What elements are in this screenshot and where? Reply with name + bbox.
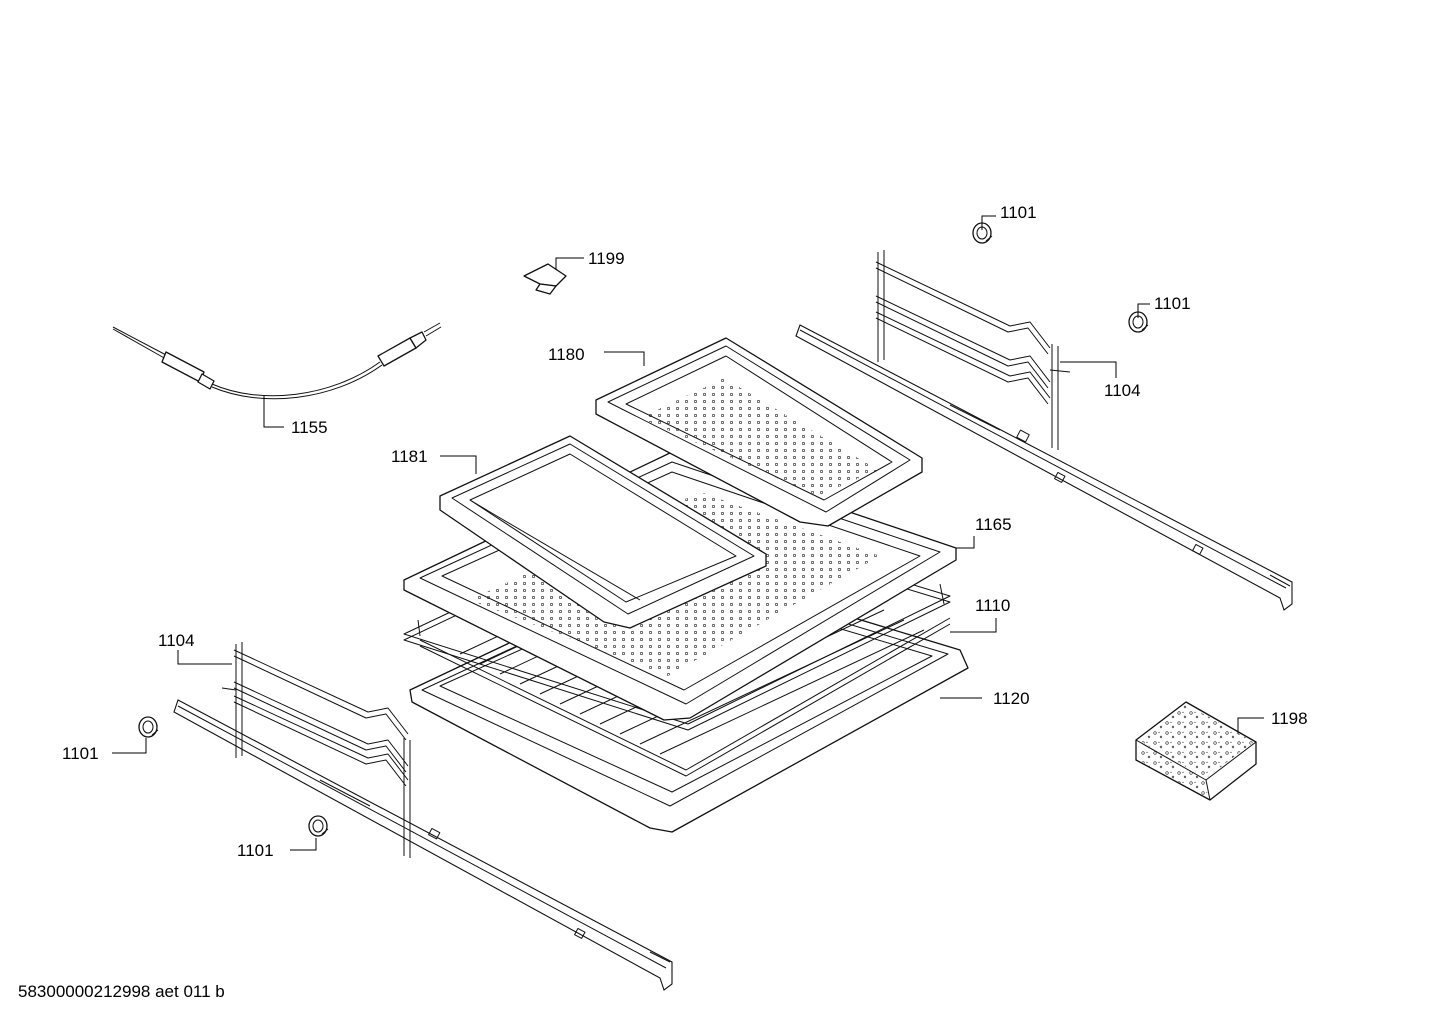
callout-1110: 1110 [975, 596, 1010, 615]
callout-1101-right: 1101 [1154, 294, 1191, 313]
callout-1101-left: 1101 [62, 744, 99, 763]
callout-1180: 1180 [548, 345, 585, 364]
fixing-knob-part-bottom [308, 815, 329, 837]
callout-1101-bottom: 1101 [237, 841, 274, 860]
fixing-knob-part-left [138, 716, 159, 738]
right-shelf-support-part [875, 250, 1071, 450]
callout-1104-left: 1104 [158, 631, 195, 650]
left-shelf-support-part [221, 642, 411, 858]
callout-1199: 1199 [588, 249, 625, 268]
right-telescopic-rail-part [795, 324, 1293, 611]
large-gastronorm-pan-part [595, 337, 923, 527]
leader-lines [112, 215, 1264, 851]
cleaning-sponge-part [1135, 701, 1257, 801]
callout-1101-top: 1101 [1000, 203, 1037, 222]
meat-probe-part [112, 322, 442, 400]
callout-labels: 1101 1199 1101 1180 1104 1155 1181 1165 … [62, 203, 1308, 860]
callout-1104-right: 1104 [1104, 381, 1141, 400]
left-telescopic-rail-part [173, 699, 673, 991]
drawing-id-footer: 58300000212998 aet 011 b [18, 982, 225, 1001]
callout-1120: 1120 [993, 689, 1030, 708]
callout-1198: 1198 [1271, 709, 1308, 728]
callout-1165: 1165 [975, 515, 1012, 534]
callout-1155: 1155 [291, 418, 328, 437]
callout-1181: 1181 [391, 447, 428, 466]
clip-part [523, 263, 567, 295]
small-gastronorm-pan-part [439, 435, 767, 629]
